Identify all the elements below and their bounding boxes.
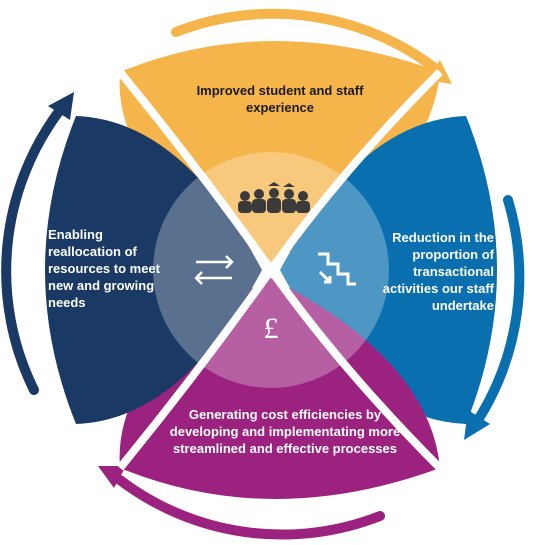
bottom-arc-arrow <box>115 475 385 540</box>
bottom-arrow-head <box>98 466 126 488</box>
pound-sign-icon: £ <box>264 312 279 345</box>
segment-bottom-label: Generating cost efficiencies by developi… <box>169 407 401 456</box>
left-arc-arrow <box>1 105 65 395</box>
right-arrow-head <box>464 410 490 440</box>
downward-stairs-icon <box>318 252 356 286</box>
outer-cycle-arrows <box>1 8 525 540</box>
graduates-group-icon <box>238 182 310 213</box>
left-arrow-head <box>48 92 74 120</box>
segment-right-label: Reduction in the proportion of transacti… <box>382 230 494 313</box>
right-arc-arrow <box>473 195 525 425</box>
segment-left <box>45 116 262 424</box>
segment-left-label: Enabling reallocation of resources to me… <box>48 227 160 310</box>
top-arc-arrow <box>171 8 445 77</box>
separator-cross <box>116 69 443 471</box>
exchange-arrows-icon <box>194 255 234 285</box>
segment-top-label: Improved student and staff experience <box>196 83 364 115</box>
